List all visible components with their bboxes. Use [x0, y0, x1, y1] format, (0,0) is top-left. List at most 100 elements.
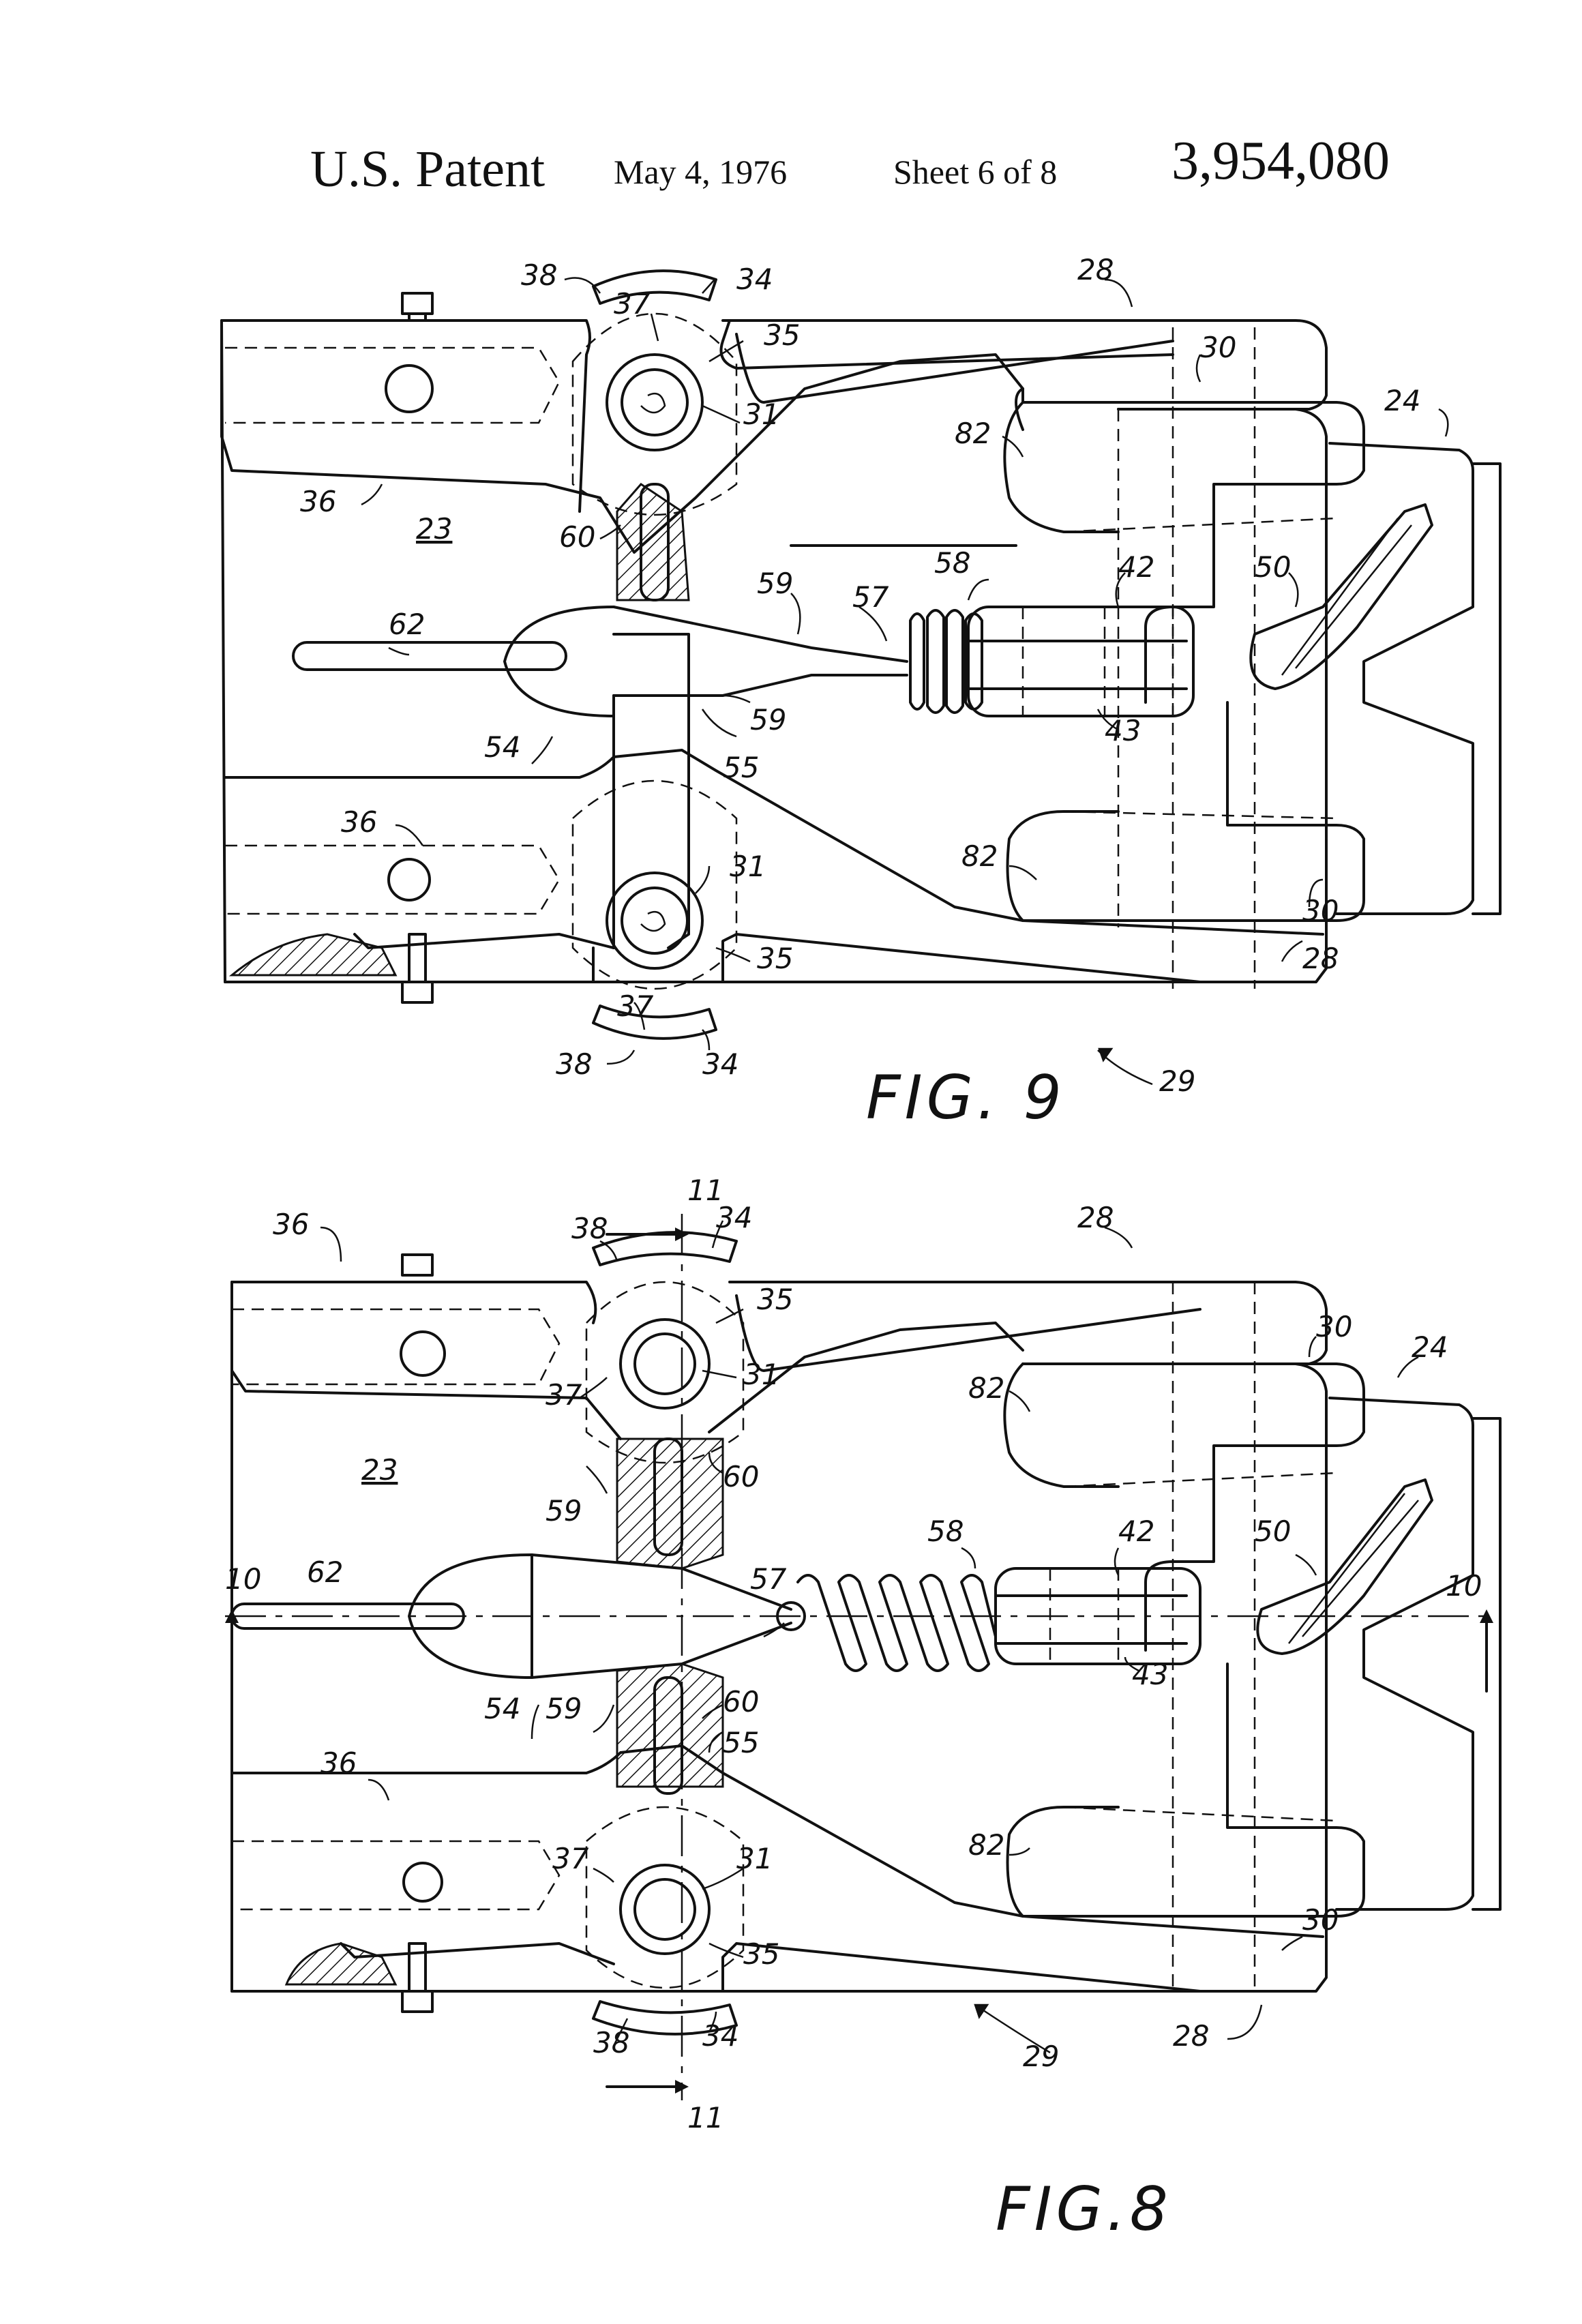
- figure-9-drawing: 38 34 37 35 31 28 30 24 82 36 23 60 58 4…: [0, 225, 1582, 1166]
- jaw-24: [1330, 1398, 1473, 1909]
- pin-60-lower: [617, 1664, 723, 1787]
- label-82: 82: [968, 1371, 1004, 1405]
- label-38: 38: [521, 258, 557, 292]
- label-28: 28: [1077, 1201, 1114, 1234]
- label-30: 30: [1316, 1310, 1352, 1343]
- block-82-lower: [1023, 1664, 1364, 1916]
- bolt-lower: [409, 934, 426, 982]
- label-28: 28: [1077, 253, 1114, 286]
- label-37-lower: 37: [552, 1842, 589, 1875]
- label-23: 23: [361, 1453, 398, 1487]
- sheet-number: Sheet 6 of 8: [893, 152, 1057, 192]
- label-34: 34: [716, 1201, 752, 1234]
- label-54: 54: [484, 1692, 520, 1725]
- label-38: 38: [571, 1212, 608, 1245]
- pin-60-upper: [617, 1439, 723, 1568]
- label-30-lower: 30: [1302, 1903, 1339, 1937]
- patent-date: May 4, 1976: [614, 152, 787, 192]
- label-10: 10: [225, 1562, 261, 1596]
- spring-58: [798, 1575, 996, 1671]
- patent-title: U.S. Patent: [310, 140, 545, 199]
- label-29: 29: [1023, 2040, 1059, 2073]
- bolt-upper: [402, 1255, 432, 1275]
- label-59-lower: 59: [546, 1692, 582, 1725]
- label-37: 37: [546, 1378, 582, 1412]
- label-43: 43: [1132, 1658, 1168, 1691]
- figure-8-caption: FIG.8: [996, 2174, 1172, 2244]
- hole-lower: [389, 859, 430, 900]
- label-31-lower: 31: [736, 1842, 773, 1875]
- label-35: 35: [764, 318, 800, 352]
- label-59: 59: [757, 567, 793, 600]
- knob-54: [505, 607, 614, 716]
- label-34: 34: [736, 263, 773, 296]
- label-62: 62: [307, 1555, 343, 1589]
- bolt-upper: [402, 293, 432, 314]
- label-28-lower: 28: [1302, 942, 1339, 975]
- stem-59: [614, 607, 907, 696]
- block-82-upper: [1023, 1364, 1364, 1650]
- spring-58: [910, 610, 982, 713]
- label-11-lower: 11: [687, 2101, 723, 2134]
- label-34-lower: 34: [702, 1047, 738, 1081]
- detent-38-upper: [593, 271, 716, 303]
- patent-number: 3,954,080: [1171, 130, 1390, 192]
- label-82: 82: [955, 417, 991, 450]
- label-60: 60: [723, 1460, 759, 1493]
- label-38-lower: 38: [593, 2026, 629, 2059]
- detent-38-lower: [593, 1006, 716, 1039]
- label-24: 24: [1384, 384, 1420, 417]
- label-37-lower: 37: [617, 989, 654, 1023]
- label-59: 59: [546, 1494, 582, 1528]
- label-29: 29: [1159, 1064, 1195, 1098]
- pivot-31-upper: [586, 1282, 743, 1463]
- label-82-lower: 82: [961, 839, 998, 873]
- label-60: 60: [559, 520, 595, 554]
- label-55: 55: [723, 751, 759, 784]
- label-30-lower: 30: [1302, 894, 1339, 927]
- figure-9-caption: FIG. 9: [866, 1062, 1066, 1133]
- pivot-31-lower: [586, 1807, 743, 1988]
- label-23: 23: [416, 512, 452, 546]
- label-42: 42: [1118, 550, 1154, 584]
- label-62: 62: [389, 608, 425, 641]
- label-54: 54: [484, 730, 520, 764]
- label-28-lower: 28: [1173, 2019, 1209, 2053]
- label-24: 24: [1412, 1330, 1448, 1364]
- label-58: 58: [934, 546, 970, 580]
- hole-lower: [404, 1863, 442, 1901]
- hole-upper: [401, 1332, 445, 1375]
- figure-8-drawing: 11 36 38 34 28 35 30 31 82 24 37 23 60 5…: [0, 1173, 1582, 2155]
- label-36-lower: 36: [320, 1746, 357, 1780]
- label-43: 43: [1105, 714, 1141, 747]
- label-36-lower: 36: [341, 805, 377, 839]
- label-31-lower: 31: [730, 850, 766, 883]
- figure-8-caption-area: FIG.8: [0, 2155, 1582, 2250]
- pivot-31-lower: [573, 781, 736, 989]
- label-37: 37: [614, 287, 651, 321]
- label-59-lower: 59: [750, 703, 786, 736]
- label-57: 57: [852, 580, 889, 614]
- label-35-lower: 35: [757, 942, 793, 975]
- label-42: 42: [1118, 1515, 1154, 1548]
- label-36: 36: [273, 1208, 309, 1241]
- hole-upper: [386, 366, 432, 412]
- label-34-lower: 34: [702, 2019, 738, 2053]
- cable-50: [1257, 1480, 1432, 1654]
- lower-arm: [225, 750, 1323, 934]
- bolt-lower: [409, 1943, 426, 1991]
- label-36: 36: [300, 485, 336, 518]
- label-55: 55: [723, 1726, 759, 1759]
- rod-42: [968, 607, 1193, 716]
- label-38-lower: 38: [556, 1047, 592, 1081]
- label-60-lower: 60: [723, 1685, 759, 1718]
- label-50: 50: [1255, 1515, 1291, 1548]
- label-31: 31: [743, 1358, 779, 1391]
- label-30: 30: [1200, 331, 1236, 364]
- rod-62: [293, 642, 566, 670]
- label-58: 58: [927, 1515, 964, 1548]
- label-57: 57: [750, 1562, 787, 1596]
- pin-60: [617, 484, 689, 600]
- label-82-lower: 82: [968, 1828, 1004, 1862]
- patent-header: U.S. Patent May 4, 1976 Sheet 6 of 8 3,9…: [0, 140, 1582, 201]
